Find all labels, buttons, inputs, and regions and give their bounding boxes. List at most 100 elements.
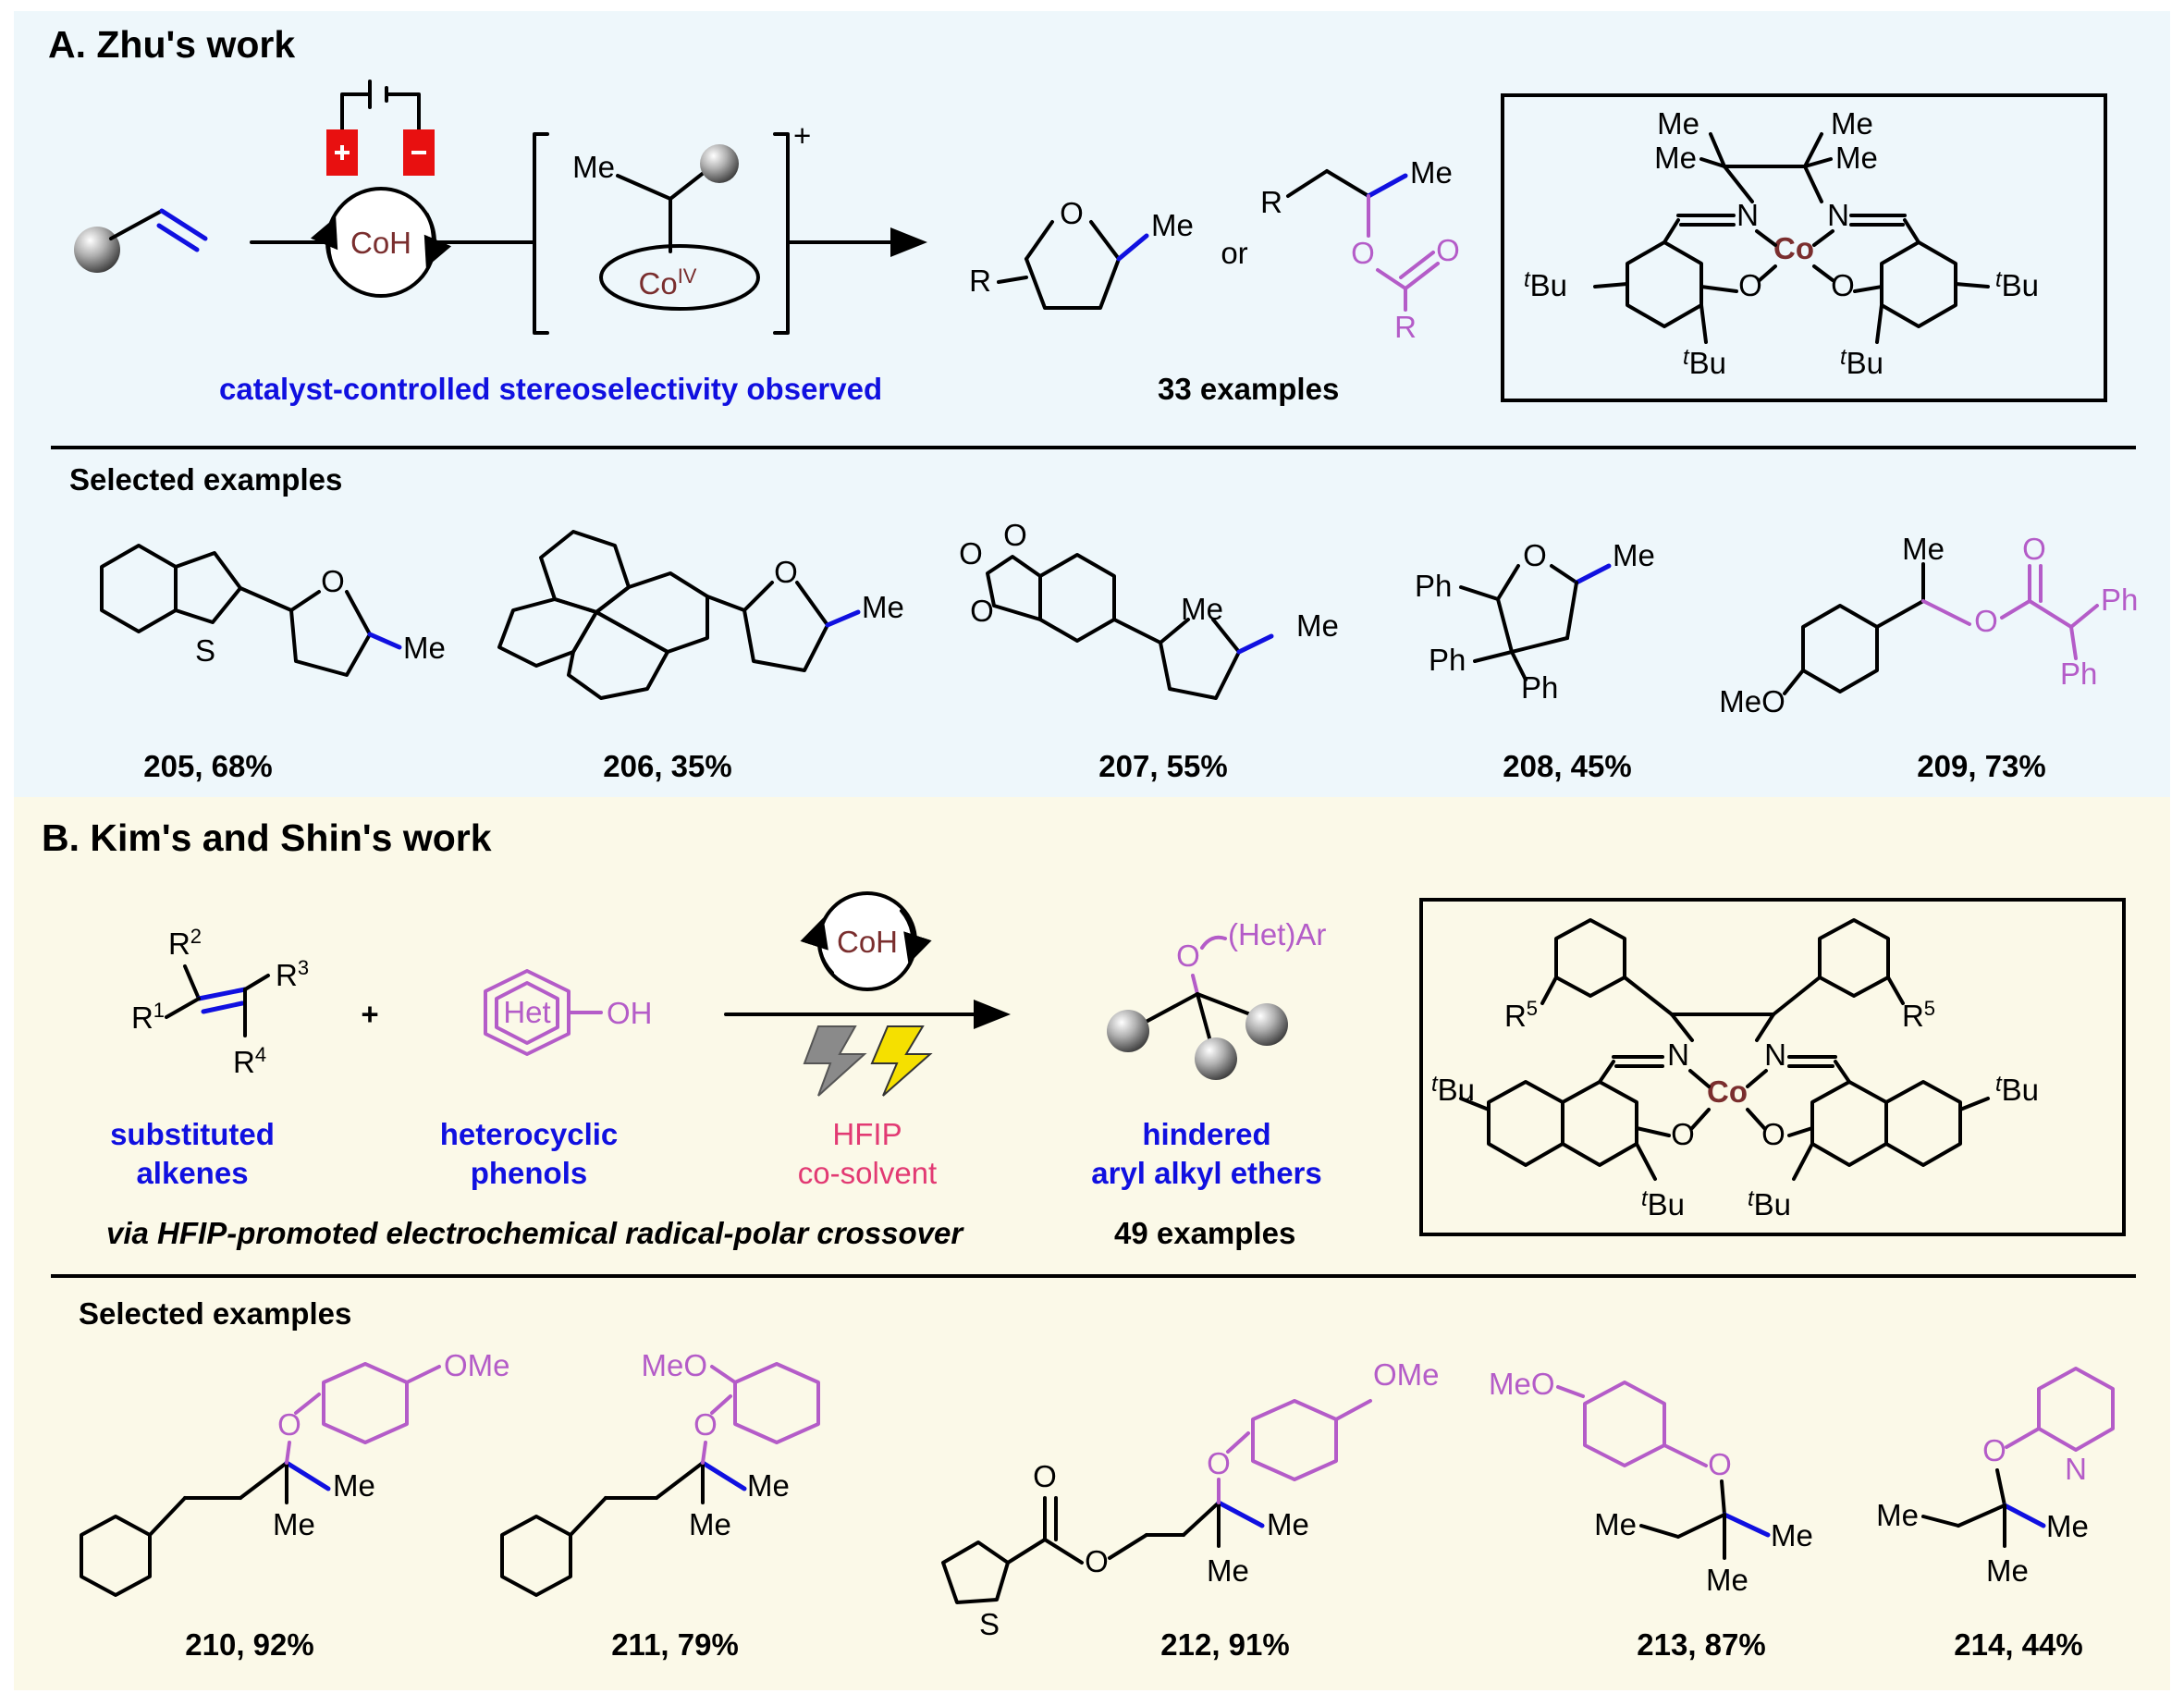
svg-text:N: N xyxy=(1736,198,1759,232)
lightning-bolt-yellow-icon xyxy=(870,1025,933,1097)
svg-text:tBu: tBu xyxy=(1748,1186,1791,1221)
svg-text:OMe: OMe xyxy=(444,1348,510,1382)
product-ball-icon-right xyxy=(1245,1003,1288,1046)
svg-text:MeO: MeO xyxy=(1719,684,1785,718)
svg-text:Me: Me xyxy=(2046,1509,2089,1543)
svg-text:Co: Co xyxy=(1707,1074,1748,1109)
electrochemical-catalytic-cycle: CoH xyxy=(250,80,536,298)
svg-text:R5: R5 xyxy=(1504,997,1538,1033)
substituent-ball-icon xyxy=(74,227,120,273)
product-ester: R Me O O R xyxy=(1260,155,1460,344)
svg-text:O: O xyxy=(1708,1447,1732,1481)
alkene-substrate xyxy=(74,208,208,273)
svg-text:O: O xyxy=(1523,538,1547,572)
svg-text:Me: Me xyxy=(1267,1507,1309,1541)
caption-phenols-line2: phenols xyxy=(471,1156,588,1190)
example-214-structure: N O Me Me Me xyxy=(1876,1367,2115,1588)
svg-text:Me: Me xyxy=(1986,1553,2029,1588)
photo-electro-catalytic-arrow: CoH xyxy=(724,891,1011,1097)
svg-text:tBu: tBu xyxy=(1995,1072,2039,1107)
example-209-structure: MeO Me O O Ph Ph xyxy=(1719,532,2138,718)
svg-text:OMe: OMe xyxy=(1373,1357,1440,1392)
svg-text:R5: R5 xyxy=(1902,997,1935,1033)
caption-213: 213, 87% xyxy=(1637,1627,1765,1662)
caption-ethers-line1: hindered xyxy=(1142,1117,1270,1151)
svg-text:MeO: MeO xyxy=(1489,1367,1555,1401)
panel-b-subtitle: via HFIP-promoted electrochemical radica… xyxy=(106,1216,964,1250)
svg-text:O: O xyxy=(1671,1117,1695,1151)
svg-text:O: O xyxy=(1974,604,1998,638)
svg-text:Ph: Ph xyxy=(1521,670,1558,705)
svg-text:S: S xyxy=(979,1607,1000,1641)
svg-text:R: R xyxy=(1394,310,1417,344)
svg-text:tBu: tBu xyxy=(1840,345,1883,380)
caption-208: 208, 45% xyxy=(1503,749,1631,783)
svg-text:Me: Me xyxy=(1594,1507,1637,1541)
svg-text:CoH: CoH xyxy=(837,925,898,959)
svg-text:Me: Me xyxy=(1207,1553,1249,1588)
panel-a-examples-count: 33 examples xyxy=(1158,372,1339,406)
svg-text:N: N xyxy=(1764,1037,1786,1072)
svg-text:O: O xyxy=(1436,233,1460,267)
svg-text:Me: Me xyxy=(1876,1498,1919,1532)
caption-solvent-line1: HFIP xyxy=(832,1117,902,1151)
product-tetrahydrofuran: O Me R xyxy=(969,196,1194,310)
svg-text:O: O xyxy=(970,594,994,628)
svg-text:tBu: tBu xyxy=(1524,267,1567,302)
panel-b-examples-count: 49 examples xyxy=(1114,1216,1295,1250)
svg-text:tBu: tBu xyxy=(1995,267,2039,302)
svg-text:Het: Het xyxy=(503,995,550,1029)
svg-text:Me: Me xyxy=(1835,141,1878,175)
svg-text:R3: R3 xyxy=(276,956,309,992)
caption-207: 207, 55% xyxy=(1098,749,1227,783)
svg-text:N: N xyxy=(1667,1037,1689,1072)
caption-209: 209, 73% xyxy=(1917,749,2045,783)
svg-text:Me: Me xyxy=(1410,155,1453,190)
example-211-structure: Me Me O MeO xyxy=(500,1348,820,1597)
product-ball-icon-bottom xyxy=(1195,1037,1237,1080)
svg-text:O: O xyxy=(1003,518,1027,552)
cathode-minus-icon xyxy=(403,129,435,176)
svg-text:O: O xyxy=(321,564,345,598)
intermediate-metal: CoIV xyxy=(639,264,697,301)
svg-text:O: O xyxy=(1982,1433,2006,1467)
svg-text:R1: R1 xyxy=(131,999,165,1035)
svg-text:O: O xyxy=(1738,268,1762,302)
panel-a-selected-heading: Selected examples xyxy=(69,462,342,497)
svg-text:Ph: Ph xyxy=(1415,569,1452,603)
svg-text:S: S xyxy=(195,633,215,668)
substituted-alkene: R2 R1 R3 R4 xyxy=(131,925,309,1079)
svg-text:O: O xyxy=(1033,1459,1057,1493)
svg-text:Me: Me xyxy=(1613,538,1655,572)
anode-plus-icon xyxy=(326,129,358,176)
example-213-structure: MeO O Me Me Me xyxy=(1489,1367,1813,1597)
svg-text:O: O xyxy=(959,536,983,571)
plus-sign: + xyxy=(361,997,378,1031)
svg-text:O: O xyxy=(1176,939,1200,973)
caption-alkenes-line2: alkenes xyxy=(136,1156,248,1190)
svg-text:Me: Me xyxy=(1902,532,1945,566)
example-207-methyl: Me xyxy=(1296,608,1339,643)
intermediate-charge: + xyxy=(793,118,811,153)
panel-b: B. Kim's and Shin's work R2 R1 R3 R4 + H… xyxy=(14,797,2170,1690)
example-206-structure: O Me xyxy=(497,530,904,700)
example-205-structure: S O Me xyxy=(100,544,446,677)
svg-text:O: O xyxy=(1351,236,1375,270)
svg-text:Me: Me xyxy=(273,1507,315,1541)
svg-text:Me: Me xyxy=(403,631,446,665)
panel-b-title: B. Kim's and Shin's work xyxy=(42,816,492,859)
svg-text:Ph: Ph xyxy=(2101,583,2138,617)
svg-text:O: O xyxy=(1085,1544,1109,1578)
intermediate-ball-icon xyxy=(700,144,739,183)
svg-text:Me: Me xyxy=(747,1468,790,1503)
svg-text:R: R xyxy=(969,264,991,298)
svg-text:OH: OH xyxy=(607,996,653,1030)
svg-text:Me: Me xyxy=(689,1507,731,1541)
caption-214: 214, 44% xyxy=(1954,1627,2082,1662)
svg-text:Me: Me xyxy=(1151,208,1194,242)
panel-a-title: A. Zhu's work xyxy=(48,23,295,66)
panel-a: A. Zhu's work CoH xyxy=(14,11,2170,797)
caption-211: 211, 79% xyxy=(611,1627,739,1662)
lightning-bolt-grey-icon xyxy=(803,1025,867,1097)
